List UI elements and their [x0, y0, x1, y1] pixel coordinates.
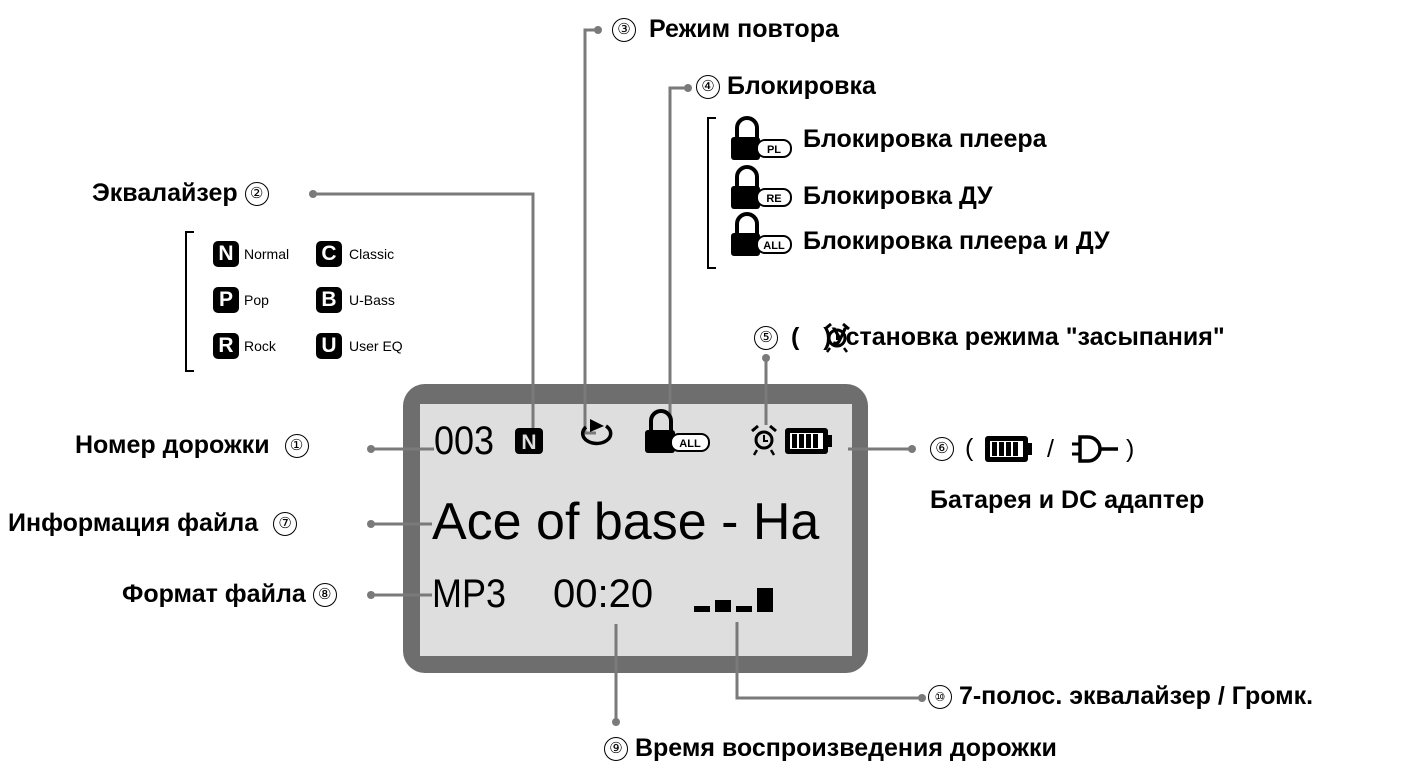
lcd-format: MP3	[432, 572, 507, 616]
equalizer-number: ②	[244, 182, 269, 207]
repeat-icon	[580, 424, 613, 446]
lock-all-icon: ALL	[645, 409, 710, 453]
track-title: Номер дорожки	[75, 431, 270, 459]
play-time-label: ⑨ Время воспроизведения дорожки	[604, 734, 1057, 762]
sleep-alarm-icon	[824, 322, 850, 353]
sleep-label: ⑤ ( )Установка режима "засыпания"	[754, 323, 1225, 351]
eq-mode-classic: Classic	[349, 246, 395, 262]
lock-player-icon: PL	[731, 116, 792, 160]
svg-text:PL: PL	[767, 144, 781, 156]
eq-mode-pop: Pop	[244, 292, 269, 308]
equalizer-title: Эквалайзер	[92, 179, 238, 207]
lock-item-all: Блокировка плеера и ДУ	[803, 227, 1110, 255]
bracket-equalizer	[185, 231, 194, 372]
battery-icon	[785, 428, 832, 454]
eq-volume-title: 7-полос. эквалайзер / Громк.	[958, 682, 1314, 710]
dot-lock	[684, 84, 692, 92]
file-format-number: ⑧	[312, 583, 337, 608]
lcd-time: 00:20	[553, 572, 654, 616]
alarm-clock-icon	[751, 424, 777, 456]
lcd-track-number: 003	[434, 419, 495, 463]
svg-text:N: N	[521, 431, 536, 454]
dc-plug-icon	[1072, 435, 1118, 463]
eq-badge-user: U	[316, 333, 342, 359]
track-label: Номер дорожки ①	[75, 431, 309, 459]
eq-badge-classic: C	[316, 241, 342, 267]
leader-eq-volume	[735, 622, 922, 700]
dot-file-info	[367, 520, 375, 528]
svg-text:ALL: ALL	[763, 240, 785, 252]
power-open: (	[964, 434, 974, 462]
leader-lines	[313, 28, 922, 722]
lock-item-player: Блокировка плеера	[803, 125, 1047, 153]
dot-repeat	[594, 26, 602, 34]
level-bars	[694, 588, 773, 612]
repeat-label: ③ Режим повтора	[612, 15, 839, 43]
play-time-number: ⑨	[604, 737, 628, 762]
dot-sleep	[762, 354, 770, 362]
level-bar	[715, 600, 731, 612]
play-time-title: Время воспроизведения дорожки	[634, 734, 1057, 762]
svg-text:ALL: ALL	[679, 438, 701, 450]
dot-eq-volume	[918, 694, 926, 702]
file-info-label: Информация файла ⑦	[8, 509, 298, 537]
lock-number: ④	[696, 75, 720, 100]
leader-lock	[668, 86, 688, 418]
level-bar	[736, 606, 752, 612]
power-sep: /	[1047, 435, 1054, 463]
eq-badge-pop: P	[213, 287, 239, 313]
sleep-title: )Установка режима "засыпания"	[823, 323, 1225, 351]
eq-mode-user: User EQ	[349, 338, 403, 354]
svg-text:RE: RE	[766, 193, 781, 205]
file-format-label: Формат файла ⑧	[122, 580, 337, 608]
lock-all-legend-icon: ALL	[731, 212, 792, 256]
lock-item-remote: Блокировка ДУ	[803, 182, 993, 210]
dot-track	[367, 445, 375, 453]
dot-time	[612, 718, 620, 726]
repeat-title: Режим повтора	[648, 15, 839, 43]
dot-equalizer	[309, 190, 317, 198]
eq-badge-rock: R	[213, 333, 239, 359]
level-bar	[694, 606, 710, 612]
eq-badge-normal: N	[213, 241, 239, 267]
power-title: Батарея и DC адаптер	[930, 486, 1205, 514]
lcd-eq-badge: N	[515, 428, 543, 454]
file-info-title: Информация файла	[8, 509, 259, 537]
eq-mode-normal: Normal	[244, 246, 290, 262]
leader-dots	[309, 26, 926, 726]
file-format-title: Формат файла	[122, 580, 306, 608]
lcd-file-info: Ace of base - Ha	[432, 493, 820, 551]
power-close: )	[1126, 435, 1135, 463]
lock-label: ④ Блокировка	[696, 72, 876, 100]
power-battery-icon	[985, 436, 1032, 462]
dot-power	[908, 445, 916, 453]
power-label-row: ⑥ (	[930, 434, 974, 462]
power-number: ⑥	[930, 437, 954, 462]
leader-repeat	[583, 28, 598, 435]
sleep-open: (	[790, 323, 800, 351]
lcd-screen	[420, 404, 852, 656]
file-info-number: ⑦	[273, 512, 298, 537]
equalizer-label: Эквалайзер ②	[92, 179, 269, 207]
eq-volume-label: ⑩ 7-полос. эквалайзер / Громк.	[928, 682, 1314, 710]
leader-equalizer	[313, 192, 535, 429]
bracket-lock	[707, 117, 716, 269]
eq-mode-rock: Rock	[244, 338, 276, 354]
dot-format	[367, 591, 375, 599]
lock-title: Блокировка	[726, 72, 876, 100]
repeat-number: ③	[612, 18, 636, 43]
sleep-number: ⑤	[754, 326, 778, 351]
eq-volume-number: ⑩	[928, 685, 952, 710]
eq-mode-ubass: U-Bass	[349, 292, 395, 308]
lock-remote-icon: RE	[731, 165, 792, 209]
eq-badge-ubass: B	[316, 287, 342, 313]
level-bar	[757, 588, 773, 612]
track-number: ①	[284, 434, 309, 459]
